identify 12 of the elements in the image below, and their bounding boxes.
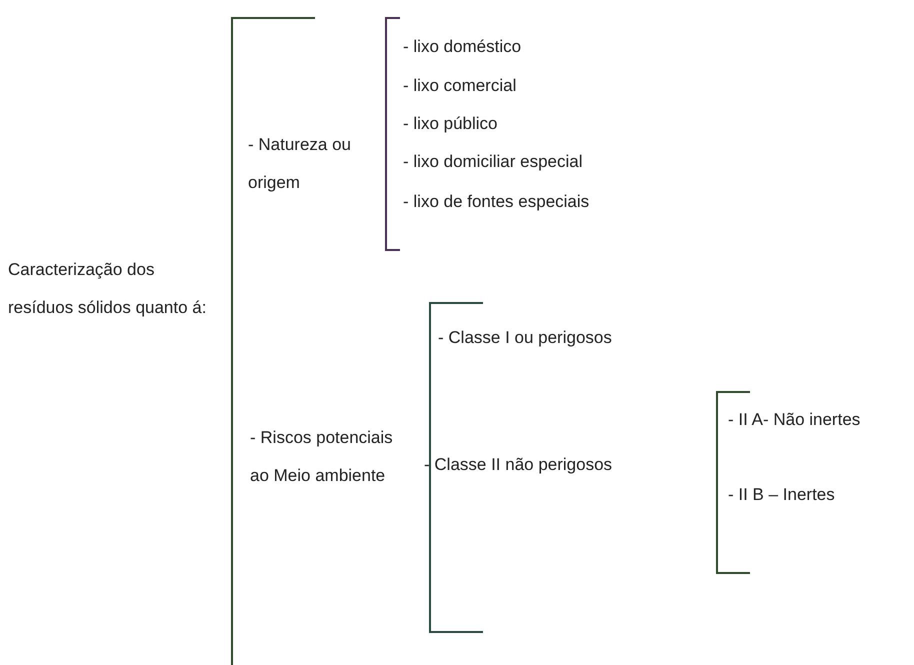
label-text: - lixo comercial [403, 75, 518, 97]
label-text: - II B – Inertes [728, 484, 836, 506]
label-text: - lixo público [403, 113, 498, 135]
label-text: - II A- Não inertes [728, 409, 862, 431]
label-text: - Classe II não perigosos [424, 454, 614, 476]
label-text: - lixo domiciliar especial [403, 151, 584, 173]
label-text: - Natureza ou origem [248, 134, 352, 194]
label-text: - Classe I ou perigosos [438, 327, 613, 349]
label-text: - lixo de fontes especiais [403, 191, 590, 213]
label-text: - lixo doméstico [403, 36, 522, 58]
label-text: Caracterização dos resíduos sólidos quanto á: [8, 259, 208, 319]
label-text: - Riscos potenciais ao Meio ambiente [250, 427, 394, 487]
